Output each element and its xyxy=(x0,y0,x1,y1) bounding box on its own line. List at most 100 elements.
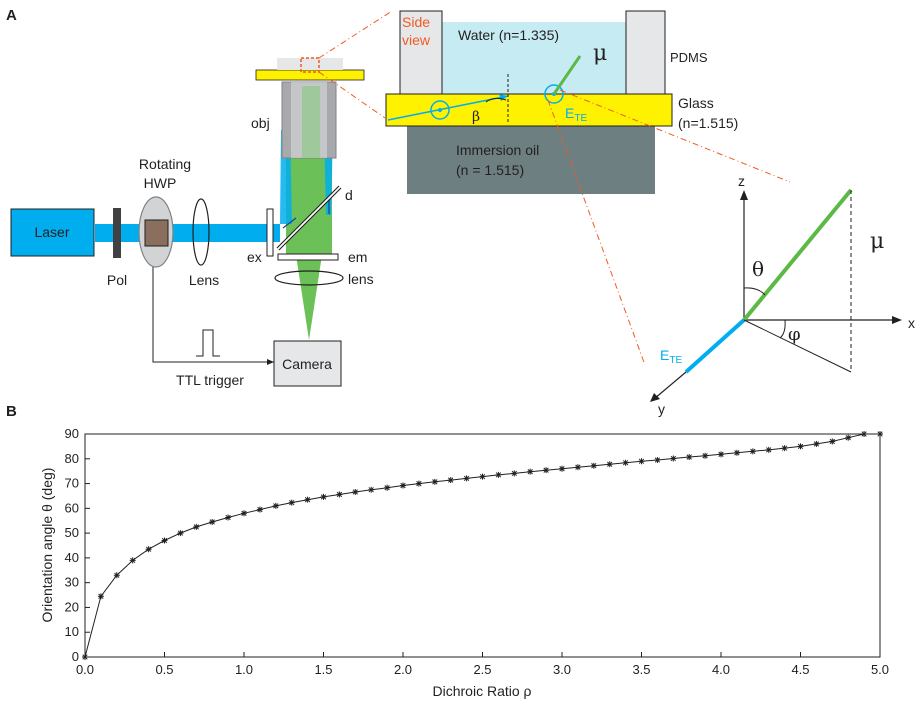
inset-ray xyxy=(387,95,509,121)
ete-vector xyxy=(684,318,746,374)
oil-label-1: Immersion oil xyxy=(456,142,539,158)
x-tick-label: 3.0 xyxy=(553,662,571,677)
lens xyxy=(192,198,210,266)
data-point xyxy=(702,452,709,459)
data-point xyxy=(113,572,120,579)
inset-mu: μ xyxy=(593,41,607,66)
beta-label: β xyxy=(472,109,480,125)
x-tick-label: 1.5 xyxy=(314,662,332,677)
mu-vector xyxy=(742,188,853,322)
x-tick-label: 4.0 xyxy=(712,662,730,677)
dichroic-mirror-inner xyxy=(277,186,341,250)
zoom-line-4 xyxy=(559,89,791,183)
pdms-label: PDMS xyxy=(670,50,708,65)
y-tick-label: 0 xyxy=(72,649,79,664)
y-arrow xyxy=(650,393,660,402)
glass-label-2: (n=1.515) xyxy=(678,115,738,131)
data-point xyxy=(765,446,772,453)
plot-frame xyxy=(84,433,881,658)
data-point xyxy=(225,514,232,521)
data-point xyxy=(813,440,820,447)
glass-label-1: Glass xyxy=(678,95,714,111)
data-point xyxy=(543,467,550,474)
data-point xyxy=(479,473,486,480)
y-tick-label: 80 xyxy=(65,451,79,466)
data-markers xyxy=(82,431,883,660)
data-point xyxy=(272,502,279,509)
panel-a-letter: A xyxy=(6,7,17,24)
data-point xyxy=(574,464,581,471)
ete-circle-2 xyxy=(544,84,564,104)
data-point xyxy=(415,480,422,487)
y-tick-label: 30 xyxy=(65,575,79,590)
data-point xyxy=(288,499,295,506)
coords-mu: μ xyxy=(870,229,884,254)
x-tick-label: 1.0 xyxy=(235,662,253,677)
ex-filter xyxy=(266,208,274,257)
data-point xyxy=(352,488,359,495)
theta-curve xyxy=(84,433,880,658)
projection-xy xyxy=(743,319,852,373)
z-label: z xyxy=(738,173,745,189)
data-point xyxy=(511,470,518,477)
camera-label: Camera xyxy=(282,356,332,372)
zoom-box xyxy=(300,57,320,73)
ray-arrow-1 xyxy=(282,217,297,229)
y-tick-label: 50 xyxy=(65,525,79,540)
ttl-arrow xyxy=(267,359,274,365)
data-point xyxy=(463,475,470,482)
data-point xyxy=(129,557,136,564)
water-label: Water (n=1.335) xyxy=(458,27,559,43)
data-point xyxy=(638,458,645,465)
theta-arc xyxy=(743,287,766,296)
d-label: d xyxy=(345,187,353,203)
x-tick-label: 5.0 xyxy=(871,662,889,677)
data-point xyxy=(590,462,597,469)
ex-label: ex xyxy=(247,249,262,265)
zoom-line-3 xyxy=(547,99,646,366)
data-point xyxy=(829,438,836,445)
x-tick-label: 2.0 xyxy=(394,662,412,677)
sample-chamber xyxy=(277,58,343,70)
zoom-line-2 xyxy=(318,71,386,119)
data-point xyxy=(686,454,693,461)
data-point xyxy=(749,448,756,455)
x-arrow xyxy=(892,316,902,324)
data-point xyxy=(877,431,883,437)
camera-box xyxy=(273,340,342,387)
data-point xyxy=(82,654,88,660)
data-point xyxy=(304,496,311,503)
data-point xyxy=(256,506,263,513)
data-point xyxy=(606,461,613,468)
data-point xyxy=(400,482,406,489)
oil-region xyxy=(407,126,655,194)
data-point xyxy=(797,443,804,450)
z-arrow xyxy=(740,190,748,200)
y-tick-label: 70 xyxy=(65,476,79,491)
inset-ete: ETE xyxy=(565,105,587,124)
inset-dipole xyxy=(552,55,582,95)
laser-beam xyxy=(95,224,280,242)
polarizer xyxy=(113,208,121,258)
x-tick-label: 4.5 xyxy=(791,662,809,677)
tube-lens xyxy=(274,270,344,286)
ete-dot-1 xyxy=(438,108,442,112)
data-point xyxy=(161,537,168,544)
ttl-pulse xyxy=(196,329,220,357)
lens-small-label: lens xyxy=(348,271,374,287)
data-point xyxy=(320,493,327,500)
phi-label: φ xyxy=(788,324,801,345)
coords-ete: ETE xyxy=(660,347,682,366)
data-point xyxy=(97,593,104,600)
data-point xyxy=(654,457,661,464)
x-tick-label: 3.5 xyxy=(632,662,650,677)
emission-beam xyxy=(286,130,332,340)
y-label: y xyxy=(658,401,665,417)
data-point xyxy=(209,518,216,525)
data-point xyxy=(845,434,852,441)
pol-label: Pol xyxy=(107,272,127,288)
data-point xyxy=(384,484,391,491)
beta-arc xyxy=(485,97,507,103)
